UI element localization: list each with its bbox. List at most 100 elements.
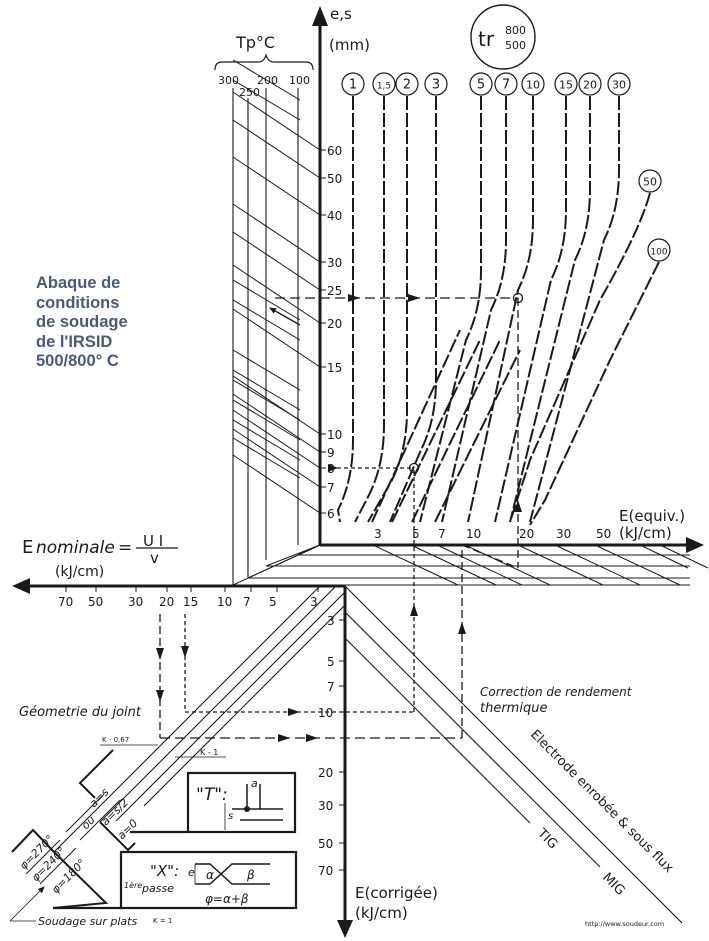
title-line: de soudage xyxy=(36,313,128,331)
curve-label: 1 xyxy=(349,78,357,93)
corrected-energy-axis-arrow-icon xyxy=(337,920,353,938)
thickness-tick-label: 25 xyxy=(327,284,342,298)
arrow-icon xyxy=(156,690,164,702)
nominal-axis-word: nominale xyxy=(36,538,115,558)
curve-label: 15 xyxy=(559,79,573,92)
grid-diagonal xyxy=(639,544,689,569)
curve-label-circle xyxy=(607,72,631,96)
nominal-axis-prefix: E xyxy=(22,537,33,558)
cooling-curve xyxy=(467,96,534,523)
x-beta-label: β xyxy=(246,868,255,882)
process-lines xyxy=(344,585,683,924)
nominal-tick-label: 3 xyxy=(310,595,318,609)
preheat-diagonal xyxy=(232,264,321,324)
process-tig-label: TIG xyxy=(533,826,560,853)
joint-geometry-label: Géometrie du joint xyxy=(19,705,142,720)
cooling-curve xyxy=(509,192,651,523)
thickness-tick-label: 15 xyxy=(327,361,342,375)
t-s-label: s xyxy=(228,811,233,822)
cooling-curve xyxy=(441,96,507,523)
curve-label-circle xyxy=(647,238,671,262)
thickness-tick-label: 40 xyxy=(327,209,342,223)
equiv-tick-label: 5 xyxy=(412,527,420,541)
nominal-axis-numerator: U I xyxy=(143,532,163,550)
nominal-energy-axis-arrow-icon xyxy=(12,578,30,594)
arrow-icon xyxy=(328,464,338,472)
preheat-diagonal xyxy=(232,91,321,151)
a-0-label: a=0 xyxy=(115,817,140,842)
curve-label: 50 xyxy=(643,176,657,189)
corner-diagonal xyxy=(297,544,321,556)
nominal-axis-unit: (kJ/cm) xyxy=(55,564,104,580)
arrow-icon xyxy=(278,734,290,742)
grid-diagonal xyxy=(659,544,709,569)
corrected-tick-label: 50 xyxy=(318,837,333,851)
arrow-icon xyxy=(306,734,318,742)
corrected-tick-label: 3 xyxy=(327,614,335,628)
title-block: Abaque de conditions de soudage de l'IRS… xyxy=(36,274,206,372)
grid-diagonal xyxy=(554,544,641,586)
corrected-tick-label: 70 xyxy=(318,864,333,878)
equiv-tick-label: 50 xyxy=(596,527,611,541)
nominal-tick-label: 10 xyxy=(217,595,232,609)
source-url: http://www.soudeur.com xyxy=(585,920,664,928)
preheat-diagonal xyxy=(232,375,321,435)
equiv-tick-label: 10 xyxy=(466,527,481,541)
a-s-label: a=s xyxy=(87,785,112,810)
curve-label: 2 xyxy=(403,78,411,93)
curve-label-circle xyxy=(469,72,493,96)
cooling-curve xyxy=(494,96,567,523)
cooling-time-badge xyxy=(470,4,536,70)
curve-label: 30 xyxy=(612,79,626,92)
arrow-icon xyxy=(458,622,466,634)
corrected-tick-label: 10 xyxy=(318,706,333,720)
preheat-tick: 100 xyxy=(289,74,310,87)
first-pass-sup: 1ère xyxy=(124,880,142,890)
curve-label-circle xyxy=(424,72,448,96)
nominal-tick-label: 15 xyxy=(183,595,198,609)
grid-diagonal xyxy=(372,544,459,586)
thickness-axis-unit: (mm) xyxy=(329,36,370,54)
k-067-label: K - 0,67 xyxy=(102,736,129,744)
process-mig-label: MIG xyxy=(599,870,627,898)
t-joint-box: "T": a s xyxy=(130,771,297,834)
nominal-tick-label: 70 xyxy=(58,595,73,609)
preheat-diagonal xyxy=(232,409,321,469)
flat-welding-label: Soudage sur plats xyxy=(38,915,137,928)
grid-diagonal xyxy=(436,544,523,586)
preheat-verticals xyxy=(232,88,299,585)
preheat-diagonal xyxy=(232,231,321,291)
k-1-label: K - 1 xyxy=(200,748,218,757)
equiv-axis-label: E(equiv.) xyxy=(619,507,685,525)
preheat-tick: 300 xyxy=(218,74,239,87)
grid-diagonal xyxy=(410,544,497,586)
thickness-tick-label: 9 xyxy=(327,446,335,460)
cooling-time-sup: 800 xyxy=(505,24,526,37)
first-pass-label: passe xyxy=(141,882,174,895)
curve-label-circle xyxy=(578,72,602,96)
cooling-curve xyxy=(529,96,620,523)
corrected-axis-label: E(corrigée) xyxy=(355,884,438,902)
cooling-curve xyxy=(434,349,521,523)
title-line: 500/800° C xyxy=(36,352,119,370)
nominal-axis-equals: = xyxy=(118,538,132,558)
thickness-tick-label: 50 xyxy=(327,172,342,186)
equiv-tick-label: 30 xyxy=(556,527,571,541)
nominal-tick-label: 30 xyxy=(128,595,143,609)
x-joint-label: "X": xyxy=(150,862,179,880)
curve-label-circle xyxy=(554,72,578,96)
cooling-time-symbol: tr xyxy=(478,27,495,51)
curve-label-circle xyxy=(395,72,419,96)
process-electrode-label: Electrode enrobée & sous flux xyxy=(527,727,676,876)
corrected-tick-label: 20 xyxy=(318,766,333,780)
equiv-tick-label: 7 xyxy=(438,527,446,541)
phi-formula: φ=α+β xyxy=(205,892,249,906)
corrected-axis-unit: (kJ/cm) xyxy=(355,904,408,922)
curve-label-circle xyxy=(638,169,662,193)
cooling-time-sub: 500 xyxy=(505,39,526,52)
